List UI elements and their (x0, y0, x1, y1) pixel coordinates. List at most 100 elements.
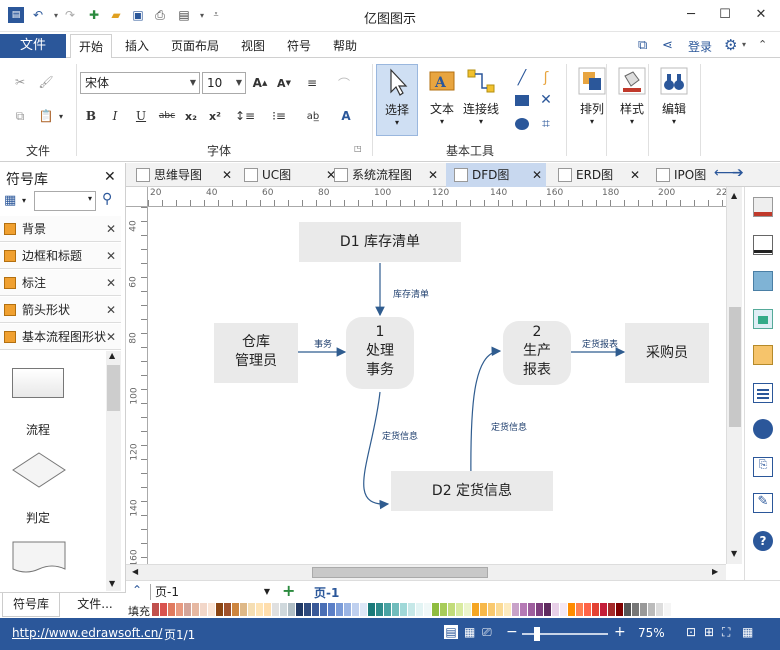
comment-icon[interactable]: ✎ (753, 493, 773, 513)
datastore-d1[interactable]: D1 库存清单 (299, 222, 461, 262)
tab-insert[interactable]: 插入 (124, 39, 149, 53)
color-swatch[interactable] (624, 603, 631, 616)
color-swatch[interactable] (272, 603, 279, 616)
color-swatch[interactable] (400, 603, 407, 616)
arrange-button[interactable]: 排列▾ (570, 64, 614, 136)
color-swatch[interactable] (296, 603, 303, 616)
color-swatch[interactable] (176, 603, 183, 616)
color-swatch[interactable] (544, 603, 551, 616)
underline-button[interactable]: U (135, 109, 147, 123)
undo-icon[interactable]: ↶ (32, 8, 44, 22)
undo-dropdown-icon[interactable]: ▾ (53, 10, 58, 20)
tab-symbols[interactable]: 符号 (286, 39, 311, 53)
tab-view[interactable]: 视图 (240, 39, 265, 53)
text-highlight-icon[interactable]: ab̲ (306, 110, 320, 122)
color-swatch[interactable] (160, 603, 167, 616)
scroll-up-icon[interactable]: ▲ (109, 351, 116, 360)
ellipse-tool-icon[interactable] (512, 114, 532, 134)
color-swatch[interactable] (376, 603, 383, 616)
entity-warehouse-manager[interactable]: 仓库管理员 (214, 323, 298, 383)
color-swatch[interactable] (448, 603, 455, 616)
text-curve-icon[interactable]: ⌒ (337, 76, 350, 91)
doc-tab-system-flow[interactable]: 系统流程图✕ (326, 163, 442, 187)
presentation-view-icon[interactable]: ⎚ (482, 625, 492, 639)
font-name-select[interactable]: 宋体▼ (80, 72, 200, 94)
color-swatch[interactable] (312, 603, 319, 616)
library-grid-icon[interactable]: ▦ (4, 193, 17, 208)
color-swatch[interactable] (232, 603, 239, 616)
color-swatch[interactable] (552, 603, 559, 616)
cut-icon[interactable]: ✂ (14, 75, 26, 89)
tab-symbol-library[interactable]: 符号库 (2, 593, 60, 617)
color-swatch[interactable] (608, 603, 615, 616)
zoom-slider[interactable] (522, 633, 608, 635)
close-icon[interactable]: ✕ (427, 168, 438, 182)
paste-icon[interactable]: 📋 (38, 109, 54, 123)
share-screen-icon[interactable]: ⧉ (638, 38, 648, 53)
scrollbar-thumb[interactable] (107, 365, 120, 411)
settings-gear-icon[interactable]: ⚙ (724, 36, 738, 54)
color-swatch[interactable] (304, 603, 311, 616)
text-tool-button[interactable]: A 文本▾ (420, 64, 464, 136)
select-tool-button[interactable]: 选择▾ (376, 64, 418, 136)
paste-dropdown-icon[interactable]: ▾ (58, 111, 63, 121)
library-item-arrows[interactable]: 箭头形状✕ (0, 297, 121, 323)
fit-page-icon[interactable]: ⊡ (686, 625, 697, 639)
shape-decision[interactable] (12, 452, 66, 488)
export-dropdown-icon[interactable]: ▾ (199, 10, 204, 20)
color-swatch[interactable] (192, 603, 199, 616)
attachment-icon[interactable]: ⎘ (753, 457, 773, 477)
add-page-icon[interactable]: + (282, 581, 296, 600)
superscript-button[interactable]: x² (209, 109, 221, 123)
close-icon[interactable]: ✕ (105, 276, 116, 290)
color-swatch[interactable] (152, 603, 159, 616)
color-swatch[interactable] (360, 603, 367, 616)
close-icon[interactable]: ✕ (105, 303, 116, 317)
image-icon[interactable] (753, 309, 773, 329)
page-select[interactable]: 页-1▼ (150, 584, 272, 600)
close-icon[interactable]: ✕ (105, 249, 116, 263)
library-scrollbar[interactable]: ▲ ▼ (106, 351, 121, 591)
close-icon[interactable]: ✕ (325, 168, 336, 182)
subscript-button[interactable]: x₂ (185, 109, 197, 123)
color-swatch[interactable] (328, 603, 335, 616)
grow-font-icon[interactable]: A▲ (252, 76, 268, 90)
color-swatch[interactable] (352, 603, 359, 616)
color-swatch[interactable] (472, 603, 479, 616)
color-swatch[interactable] (656, 603, 663, 616)
fullscreen-icon[interactable]: ⛶ (722, 625, 731, 639)
doc-tab-dfd[interactable]: DFD图✕ (446, 163, 546, 187)
color-swatch[interactable] (320, 603, 327, 616)
login-link[interactable]: 登录 (688, 40, 713, 54)
shrink-font-icon[interactable]: A▼ (277, 76, 291, 90)
fit-width-icon[interactable]: ⊞ (704, 625, 715, 639)
rectangle-tool-icon[interactable] (512, 90, 532, 110)
doc-tab-ipo[interactable]: IPO图 (648, 163, 708, 187)
cross-tool-icon[interactable]: ✕ (540, 92, 552, 108)
print-icon[interactable]: ⎙ (155, 7, 165, 22)
minimize-icon[interactable]: ─ (687, 7, 695, 22)
color-swatch[interactable] (664, 603, 671, 616)
bullets-icon[interactable]: ⁝≡ (272, 109, 286, 123)
color-swatch[interactable] (264, 603, 271, 616)
color-swatch[interactable] (520, 603, 527, 616)
scroll-up-icon[interactable]: ▲ (731, 191, 738, 200)
color-swatch[interactable] (392, 603, 399, 616)
scroll-down-icon[interactable]: ▼ (109, 579, 116, 588)
line-tool-icon[interactable]: ╱ (517, 70, 527, 86)
help-icon[interactable]: ? (753, 531, 773, 551)
tab-scroll-right-icon[interactable]: ➔ (732, 165, 744, 181)
color-swatch[interactable] (576, 603, 583, 616)
color-swatch[interactable] (600, 603, 607, 616)
color-swatch[interactable] (168, 603, 175, 616)
page-tab-1[interactable]: 页-1 (314, 586, 340, 600)
curve-tool-icon[interactable]: ʃ (543, 70, 549, 86)
strikethrough-button[interactable]: abc (158, 111, 176, 121)
tab-scroll-left-icon[interactable]: ⟵ (714, 165, 735, 181)
library-item-borders-titles[interactable]: 边框和标题✕ (0, 243, 121, 269)
canvas-horizontal-scrollbar[interactable]: ◀ ▶ (126, 564, 726, 580)
color-swatch[interactable] (536, 603, 543, 616)
settings-dropdown-icon[interactable]: ▾ (742, 40, 747, 49)
